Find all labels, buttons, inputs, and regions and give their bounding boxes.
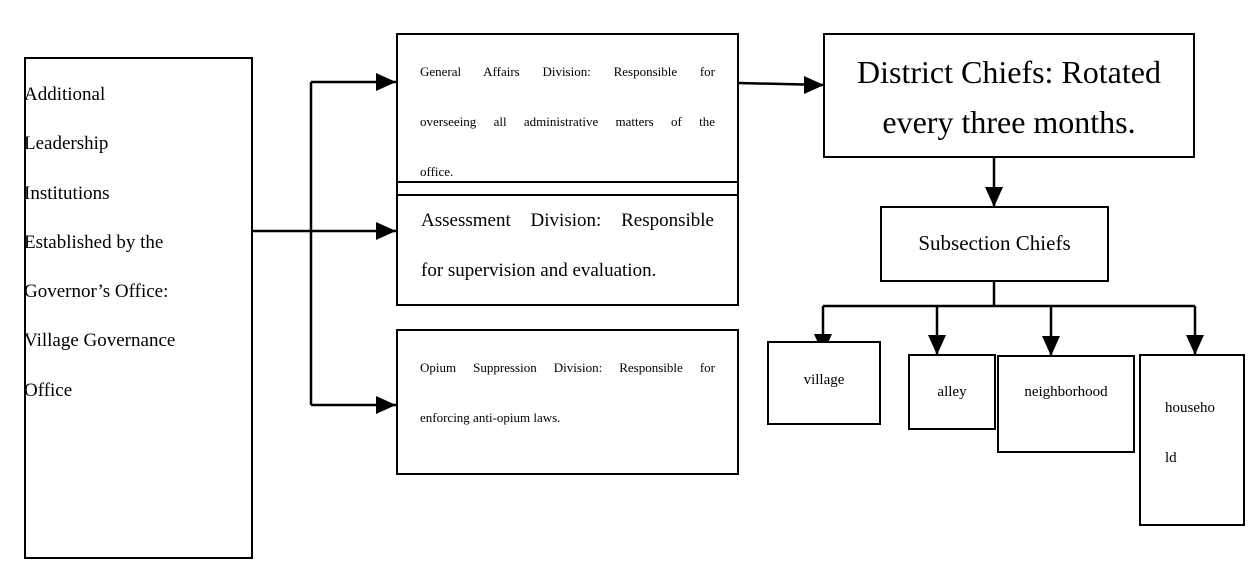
general-affairs-division-text: General Affairs Division: Responsible fo…	[420, 47, 715, 197]
arrowhead-general-affairs	[376, 73, 396, 91]
arrowhead-opium-suppression	[376, 396, 396, 414]
opium-suppression-division-text: Opium Suppression Division: Responsible …	[420, 343, 715, 443]
opium-suppression-line: Opium Suppression Division: Responsible …	[420, 360, 715, 375]
arrowhead-household	[1186, 335, 1204, 355]
general-affairs-line: overseeing all administrative matters of…	[420, 114, 715, 129]
alley-label: alley	[937, 384, 967, 400]
household-line: ld	[1165, 450, 1177, 466]
left-box-line: Leadership	[24, 133, 109, 155]
assessment-line: for supervision and evaluation.	[421, 260, 657, 281]
arrowhead-alley	[928, 335, 946, 355]
general-affairs-line: office.	[420, 164, 454, 179]
household-box	[1139, 354, 1245, 526]
opium-suppression-division-box	[396, 329, 739, 475]
subsection-chiefs-box	[880, 206, 1109, 282]
neighborhood-label: neighborhood	[1024, 384, 1108, 400]
district-chiefs-text: District Chiefs: Rotated every three mon…	[823, 47, 1195, 147]
arrowhead-district-chiefs	[804, 76, 824, 94]
district-chiefs-box	[823, 33, 1195, 158]
village-governance-office-box	[24, 57, 253, 559]
assessment-division-box	[396, 194, 739, 306]
left-box-line: Additional	[24, 84, 106, 105]
village-box	[767, 341, 881, 425]
left-box-line: Village Governance	[24, 330, 176, 352]
left-box-line: Established by the	[24, 231, 164, 253]
left-box-line: Office	[24, 379, 73, 401]
assessment-line: Assessment Division: Responsible	[421, 210, 714, 231]
assessment-division-text: Assessment Division: Responsible for sup…	[421, 196, 714, 296]
arrowhead-neighborhood	[1042, 336, 1060, 356]
arrowhead-subsection-chiefs	[985, 187, 1003, 207]
left-box-line: Governor’s Office:	[24, 281, 169, 303]
household-line: househo	[1165, 400, 1215, 416]
village-governance-office-text: Additional Leadership Institutions Estab…	[24, 70, 224, 415]
alley-box	[908, 354, 996, 430]
opium-suppression-line: enforcing anti-opium laws.	[420, 410, 561, 425]
household-label: househo ld	[1165, 383, 1215, 483]
subsection-chiefs-label: Subsection Chiefs	[918, 231, 1071, 255]
village-label: village	[803, 372, 845, 388]
left-box-line: Institutions	[24, 182, 110, 204]
general-affairs-line: General Affairs Division: Responsible fo…	[420, 64, 715, 79]
neighborhood-box	[997, 355, 1135, 453]
district-chiefs-line: District Chiefs: Rotated	[857, 54, 1161, 90]
district-chiefs-line: every three months.	[882, 104, 1136, 140]
arrowhead-assessment	[376, 222, 396, 240]
